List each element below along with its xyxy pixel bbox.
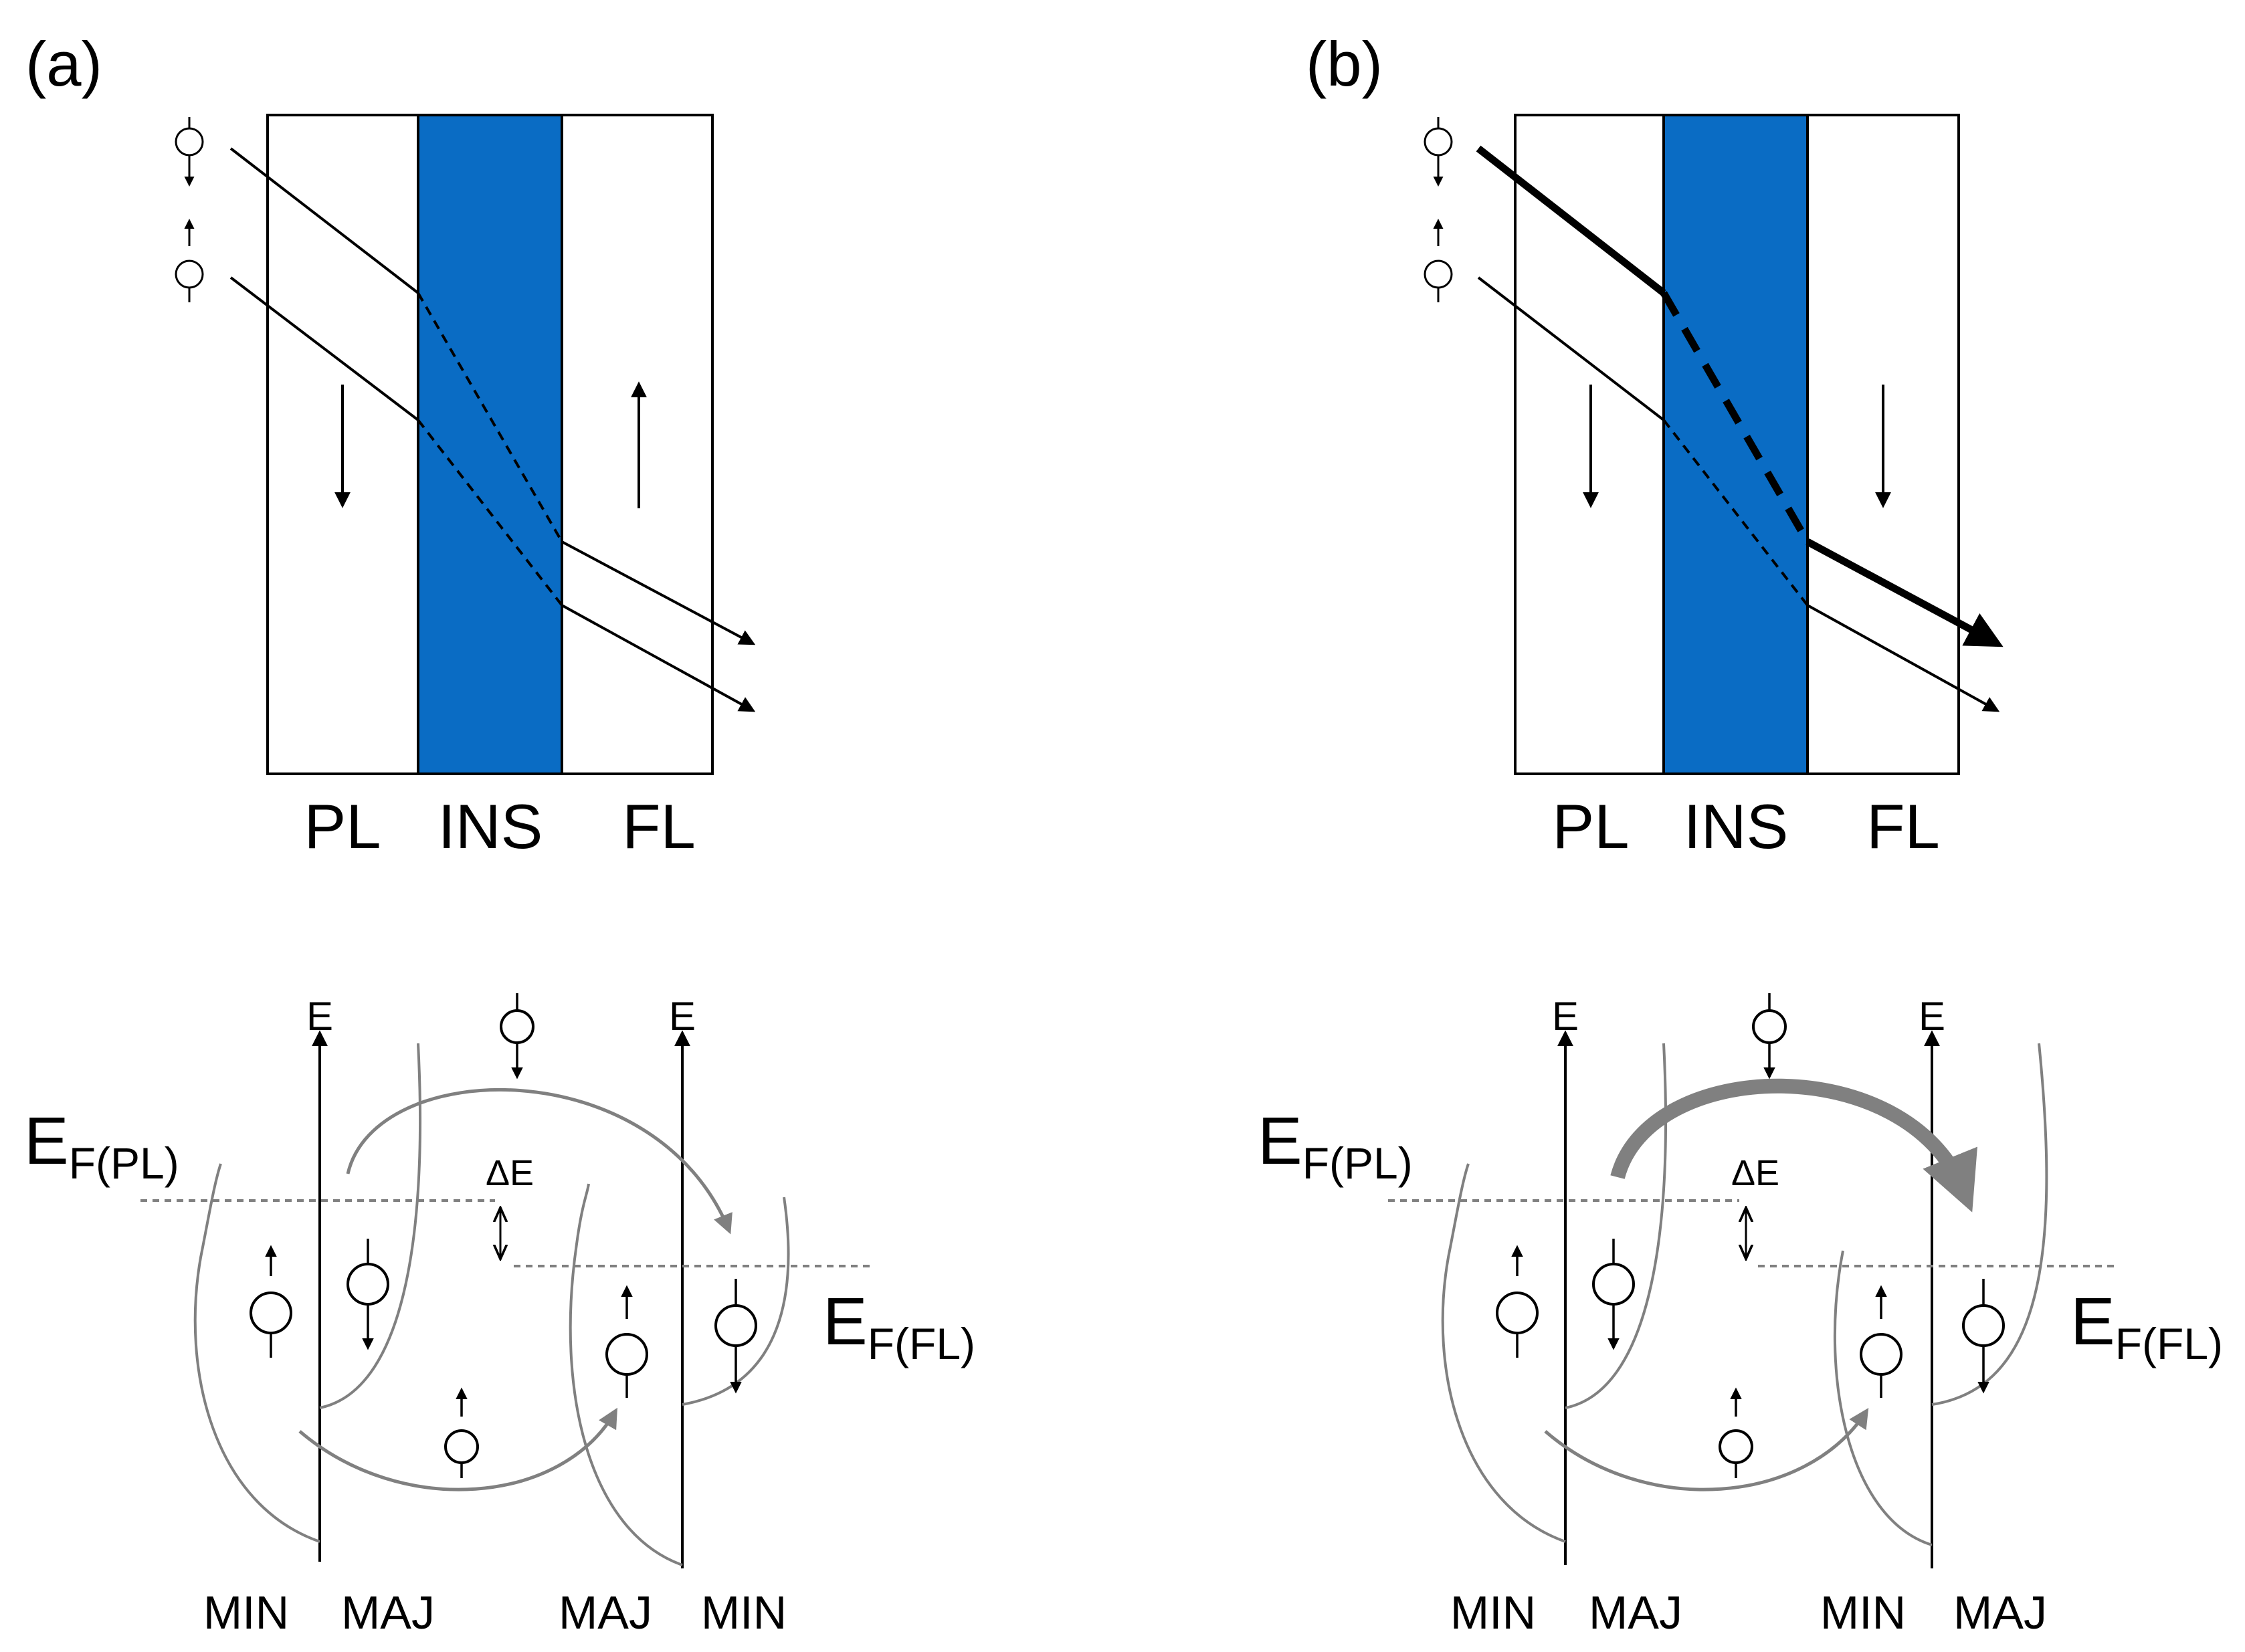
spin-up-path-fl (1807, 604, 2000, 712)
panel-a-stack (175, 114, 756, 775)
panel-b-band-diagram: E E ΔE EF(PL) EF(FL) (1258, 993, 2223, 1639)
band-label: MAJ (341, 1586, 435, 1639)
spin-down-path-fl (1805, 538, 2004, 647)
dos-pl-minority (1441, 1163, 1566, 1543)
spin-down-electron-icon (175, 117, 204, 187)
dos-fl-minority (682, 1197, 790, 1406)
spin-up-path-fl (561, 604, 756, 712)
spin-up-electron-icon (1860, 1285, 1902, 1398)
dos-pl-majority (319, 1043, 421, 1409)
insulator-layer (417, 114, 563, 775)
energy-axis-label-left: E (1552, 994, 1579, 1039)
band-label: MAJ (1589, 1586, 1682, 1639)
layer-label-fl: FL (1866, 791, 1940, 861)
dos-fl-minority (1834, 1250, 1933, 1546)
spin-down-path-pl (229, 147, 419, 294)
spin-down-electron-icon (500, 993, 534, 1079)
dos-fl-majority (569, 1183, 683, 1566)
fermi-label-fl: EF(FL) (2070, 1284, 2223, 1368)
band-label: MIN (203, 1586, 289, 1639)
spin-up-electron-icon (175, 219, 204, 302)
spin-down-electron-icon (1752, 993, 1787, 1079)
spin-down-electron-icon (714, 1279, 757, 1394)
band-label: MIN (701, 1586, 787, 1639)
tunnel-arrow-spin-up (1544, 1407, 1869, 1491)
free-layer (561, 114, 714, 775)
panel-b-label: (b) (1306, 29, 1383, 99)
spin-down-electron-icon (1592, 1239, 1635, 1350)
band-label: MAJ (559, 1586, 652, 1639)
band-label: MAJ (1953, 1586, 2047, 1639)
delta-e-label: ΔE (1731, 1153, 1779, 1193)
spin-down-electron-icon (1962, 1279, 2005, 1394)
energy-axis-label-right: E (1919, 994, 1945, 1039)
layer-label-ins: INS (438, 791, 543, 861)
spin-up-path-pl (1477, 276, 1665, 421)
energy-axis-label-right: E (669, 994, 696, 1039)
panel-b-stack (1424, 114, 2004, 775)
spin-up-electron-icon (444, 1387, 479, 1478)
spin-up-electron-icon (1719, 1387, 1753, 1478)
fermi-label-fl: EF(FL) (823, 1284, 975, 1368)
dos-pl-majority (1565, 1043, 1667, 1409)
spin-up-electron-icon (605, 1285, 648, 1398)
spin-up-path-ins (1662, 419, 1809, 607)
fermi-label-pl: EF(PL) (24, 1104, 179, 1188)
panel-b: (b) PL INS (1258, 29, 2223, 1639)
layer-label-pl: PL (304, 791, 381, 861)
tunnel-arrow-spin-down (346, 1088, 733, 1235)
panel-a-label: (a) (25, 29, 102, 99)
panel-a-band-diagram: E E ΔE EF(PL) EF(FL) (24, 993, 975, 1639)
layer-label-fl: FL (622, 791, 696, 861)
spin-down-path-pl (1476, 145, 1666, 296)
insulator-layer (1662, 114, 1809, 775)
spin-down-electron-icon (347, 1239, 389, 1350)
spin-up-electron-icon (250, 1245, 292, 1358)
energy-axis-label-left: E (306, 994, 333, 1039)
dos-pl-minority (193, 1163, 320, 1543)
spin-up-electron-icon (1496, 1245, 1539, 1358)
band-label: MIN (1450, 1586, 1536, 1639)
layer-label-pl: PL (1553, 791, 1630, 861)
spin-up-electron-icon (1424, 219, 1453, 302)
spin-down-electron-icon (1424, 117, 1453, 187)
band-label: MIN (1820, 1586, 1906, 1639)
tunnel-arrow-spin-down (1610, 1078, 1977, 1213)
panel-a: (a) (24, 29, 975, 1639)
spin-down-path-ins (1660, 291, 1811, 544)
dos-fl-majority (1931, 1043, 2048, 1406)
spin-down-path-fl (561, 540, 756, 645)
tunnel-arrow-spin-up (298, 1407, 617, 1491)
fermi-label-pl: EF(PL) (1258, 1104, 1413, 1188)
spin-up-path-ins (417, 419, 563, 607)
spin-up-path-pl (229, 276, 419, 421)
layer-label-ins: INS (1684, 791, 1789, 861)
delta-e-label: ΔE (486, 1153, 534, 1193)
